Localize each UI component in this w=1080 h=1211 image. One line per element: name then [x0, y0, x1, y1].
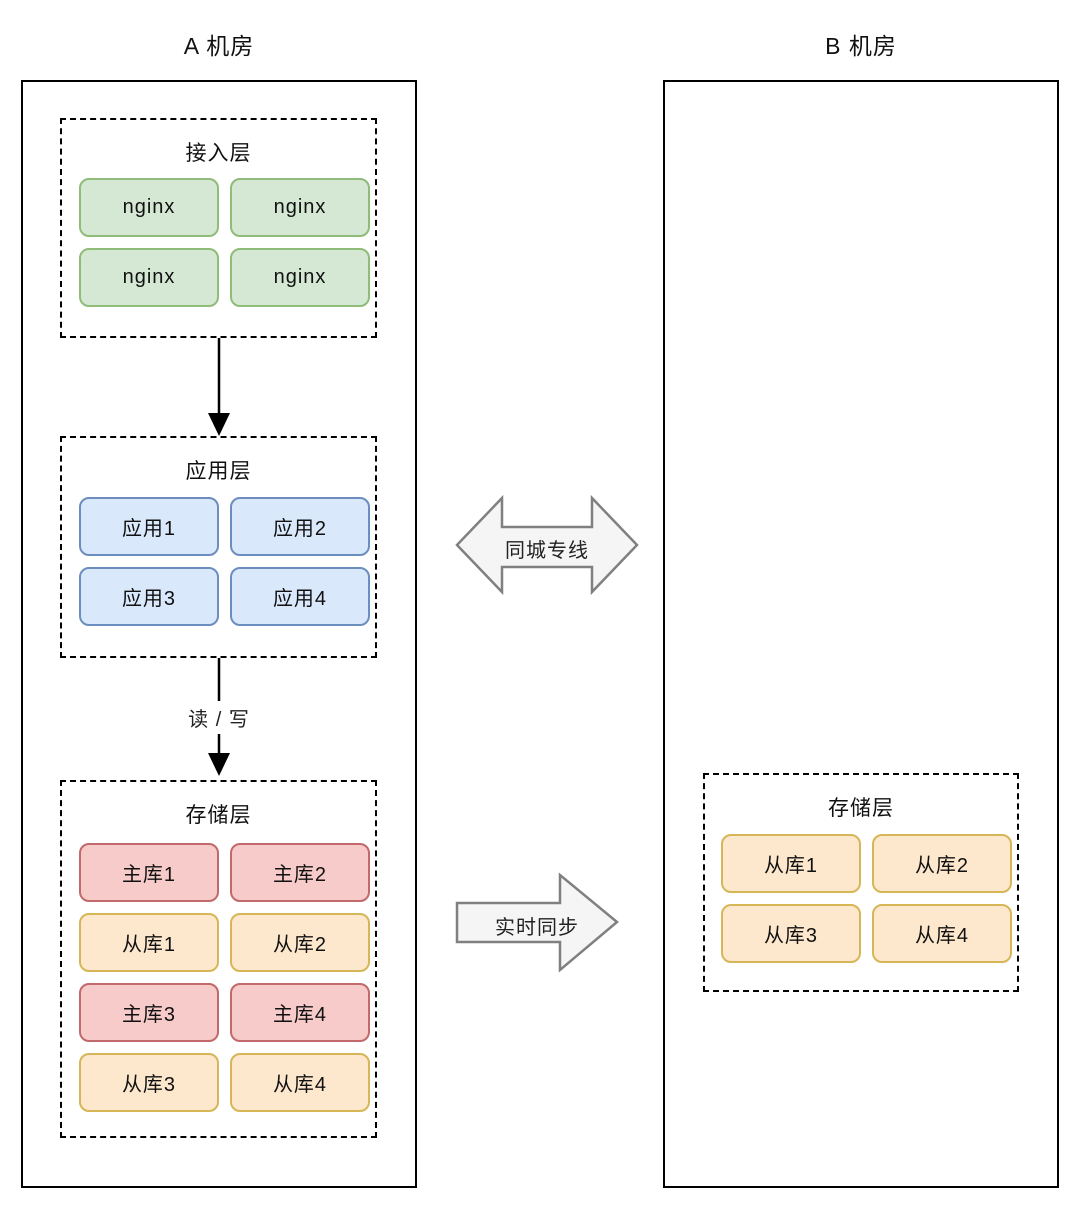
storage-layer-a: 存储层 主库1 主库2 从库1 从库2 主库3 主库4 从库3 从库4: [60, 780, 377, 1138]
storage-layer-b: 存储层 从库1 从库2 从库3 从库4: [703, 773, 1019, 992]
master-db-node: 主库2: [230, 843, 370, 902]
app-layer: 应用层 应用1 应用2 应用3 应用4: [60, 436, 377, 658]
storage-layer-b-title: 存储层: [828, 797, 894, 820]
nginx-node: nginx: [230, 248, 370, 307]
slave-db-node: 从库1: [79, 913, 219, 972]
datacenter-a-title: A 机房: [183, 33, 255, 59]
slave-db-node: 从库2: [872, 834, 1012, 893]
datacenter-b-box: [663, 80, 1059, 1188]
app-node: 应用3: [79, 567, 219, 626]
slave-db-node: 从库4: [230, 1053, 370, 1112]
nginx-node: nginx: [230, 178, 370, 237]
access-layer-title: 接入层: [185, 142, 252, 165]
nginx-node: nginx: [79, 248, 219, 307]
master-db-node: 主库3: [79, 983, 219, 1042]
master-db-node: 主库1: [79, 843, 219, 902]
app-node: 应用4: [230, 567, 370, 626]
realtime-sync-label: 实时同步: [495, 917, 579, 939]
slave-db-node: 从库2: [230, 913, 370, 972]
intercity-link-label: 同城专线: [505, 540, 589, 562]
app-node: 应用1: [79, 497, 219, 556]
storage-layer-b-nodes: 从库1 从库2 从库3 从库4: [721, 834, 1012, 963]
storage-layer-a-nodes: 主库1 主库2 从库1 从库2 主库3 主库4 从库3 从库4: [79, 843, 370, 1112]
access-layer: 接入层 nginx nginx nginx nginx: [60, 118, 377, 338]
nginx-node: nginx: [79, 178, 219, 237]
master-db-node: 主库4: [230, 983, 370, 1042]
datacenter-b-title: B 机房: [825, 33, 897, 59]
slave-db-node: 从库3: [79, 1053, 219, 1112]
app-node: 应用2: [230, 497, 370, 556]
storage-layer-a-title: 存储层: [185, 804, 252, 827]
app-layer-nodes: 应用1 应用2 应用3 应用4: [79, 497, 370, 626]
slave-db-node: 从库4: [872, 904, 1012, 963]
app-layer-title: 应用层: [185, 460, 252, 483]
slave-db-node: 从库1: [721, 834, 861, 893]
read-write-label: 读 / 写: [169, 701, 269, 734]
access-layer-nodes: nginx nginx nginx nginx: [79, 178, 370, 307]
slave-db-node: 从库3: [721, 904, 861, 963]
